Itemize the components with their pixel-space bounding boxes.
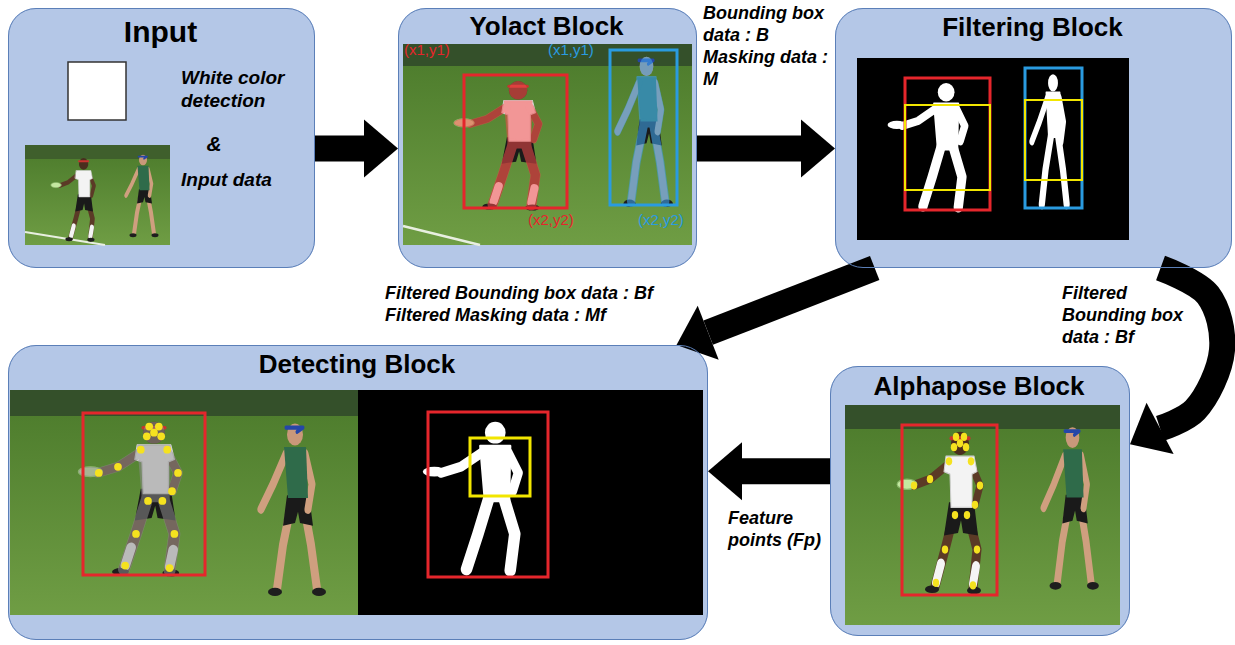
text-slot: Input — [9, 15, 312, 50]
edge-label: Feature points (Fp) — [728, 508, 828, 552]
bounding-box — [905, 78, 990, 210]
label-slot: Filtered Bounding box data : Bf — [1062, 283, 1192, 349]
player-figure — [51, 158, 95, 242]
coordinate-label: (x2,y2) — [638, 212, 684, 229]
player-figure — [618, 57, 673, 207]
edge-label: Filtered Bounding box data : Bf — [1062, 283, 1192, 349]
yolact-photo — [403, 44, 692, 245]
arrow-head — [677, 306, 719, 360]
inner-box — [1025, 100, 1082, 180]
arrow-head — [801, 119, 835, 177]
label-slot: Feature points (Fp) — [728, 508, 828, 552]
mask-ground — [358, 390, 703, 615]
block-title: Input — [9, 15, 312, 50]
bounding-box — [610, 50, 677, 205]
edge-label: Filtered Bounding box data : Bf Filtered… — [385, 283, 685, 327]
block-fill — [398, 8, 697, 268]
text-slot: Input data — [181, 169, 306, 192]
block-text: & — [194, 131, 234, 156]
arrow-shaft — [742, 458, 830, 484]
block-box: Detecting Block — [8, 345, 708, 640]
mask-overlay — [454, 81, 539, 205]
mask-silhouette — [888, 83, 965, 207]
label-slot: (x2,y2) — [638, 212, 684, 229]
block-text: Input data — [181, 169, 306, 192]
block-title: Alphapose Block — [831, 372, 1127, 402]
grass-ground — [25, 145, 170, 245]
block-fill — [835, 8, 1232, 268]
mask-overlay — [78, 422, 178, 571]
input-photo — [25, 145, 170, 245]
filtering-mask — [857, 58, 1129, 240]
coordinate-label: (x1,y1) — [548, 42, 594, 59]
bounding-box — [83, 413, 205, 575]
block-fill — [8, 8, 315, 268]
label-slot: Bounding box data : B Masking data : M — [703, 3, 833, 91]
detecting-photo — [10, 390, 703, 615]
block-fills — [8, 8, 1232, 640]
arrow-shaft — [708, 268, 875, 333]
label-slot: (x1,y1) — [548, 42, 594, 59]
arrow-shaft — [697, 135, 801, 161]
player-figure — [1044, 427, 1099, 590]
block-title: Yolact Block — [399, 12, 694, 42]
block-arrow — [677, 268, 875, 360]
keypoints — [911, 433, 983, 590]
player-figure — [126, 155, 159, 238]
label-slot: Filtered Bounding box data : Bf Filtered… — [385, 283, 685, 327]
block-arrow — [708, 442, 830, 500]
mask-silhouette — [1032, 74, 1067, 204]
player-figure — [454, 81, 540, 211]
block-fill — [830, 366, 1130, 636]
coordinate-label: (x1,y1) — [404, 42, 450, 59]
arrow-head — [708, 442, 742, 500]
coordinate-label: (x2,y2) — [528, 212, 574, 229]
text-slot: Filtering Block — [836, 13, 1229, 43]
text-slot: Yolact Block — [399, 12, 694, 42]
grass-ground — [10, 390, 358, 615]
white-swatch — [68, 62, 126, 120]
grass-ground — [845, 405, 1120, 625]
keypoints — [95, 423, 182, 572]
text-slot: Detecting Block — [9, 350, 705, 380]
label-slot: (x2,y2) — [528, 212, 574, 229]
bounding-box — [1025, 68, 1082, 208]
arrow-shaft — [315, 135, 364, 161]
bounding-box — [902, 425, 997, 595]
block-title: Detecting Block — [9, 350, 705, 380]
block-box: InputWhite color detection & Input data — [8, 8, 315, 268]
block-box: Filtering Block — [835, 8, 1232, 268]
block-fill — [8, 345, 708, 640]
block-text: White color detection — [181, 67, 306, 113]
text-slot: White color detection — [181, 67, 306, 113]
inner-box — [905, 105, 990, 190]
arrow-head — [1130, 403, 1174, 454]
edge-label: Bounding box data : B Masking data : M — [703, 3, 833, 91]
field-line — [403, 226, 480, 245]
bounding-box — [464, 75, 567, 208]
text-slot: Alphapose Block — [831, 372, 1127, 402]
mask-ground — [857, 58, 1129, 240]
inner-box — [470, 438, 530, 496]
block-title: Filtering Block — [836, 13, 1229, 43]
text-slot: & — [194, 131, 234, 156]
block-arrow — [1130, 268, 1222, 454]
arrow-shaft — [1160, 268, 1222, 428]
player-figure — [261, 424, 326, 597]
label-slot: (x1,y1) — [404, 42, 450, 59]
alphapose-photo — [845, 405, 1120, 625]
arrow-head — [364, 119, 398, 177]
tree-band — [25, 145, 170, 159]
mask-overlay — [618, 57, 666, 201]
bounding-box — [428, 412, 548, 577]
block-box: Alphapose Block — [830, 366, 1130, 636]
grass-ground — [403, 44, 692, 245]
block-arrow — [697, 119, 835, 177]
block-arrow — [315, 119, 398, 177]
